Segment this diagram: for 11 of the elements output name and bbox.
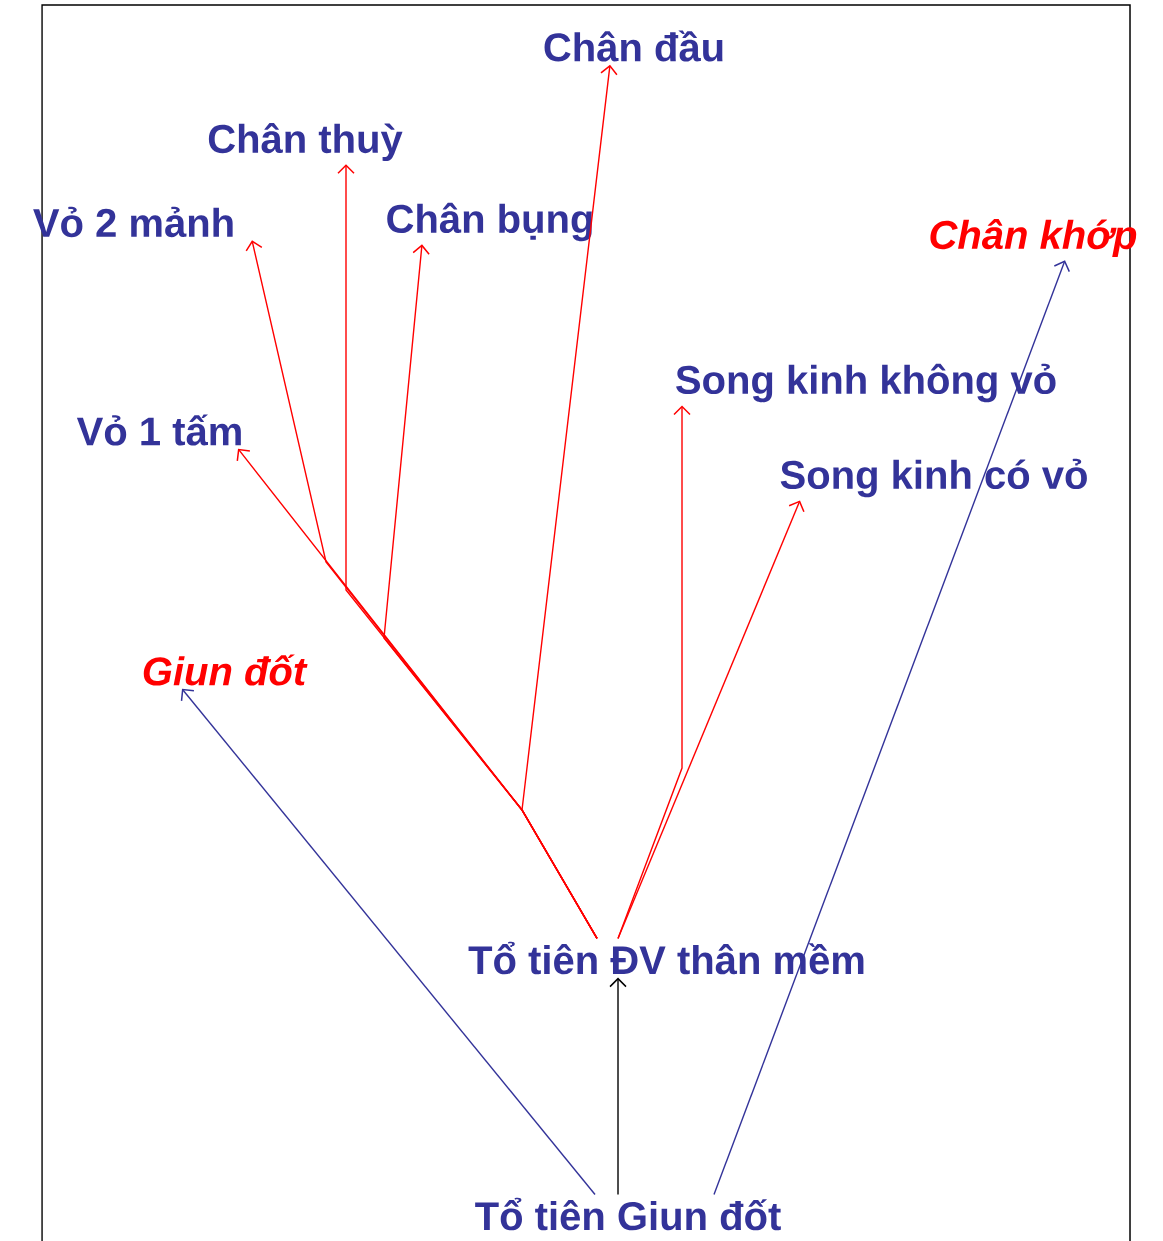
taxon-label: Tổ tiên Giun đốt bbox=[475, 1197, 781, 1231]
arrow bbox=[617, 500, 805, 940]
arrow bbox=[609, 977, 627, 1196]
arrow bbox=[180, 688, 596, 1196]
arrow bbox=[713, 260, 1071, 1196]
taxon-label: Chân đầu bbox=[544, 30, 723, 62]
taxon-label: Song kinh có vỏ bbox=[780, 458, 1087, 498]
taxon-label: Giun đốt bbox=[143, 654, 308, 686]
taxon-label: Vỏ 1 tấm bbox=[76, 414, 241, 446]
taxon-label: Chân thuỳ bbox=[208, 122, 403, 162]
arrow bbox=[521, 64, 618, 940]
